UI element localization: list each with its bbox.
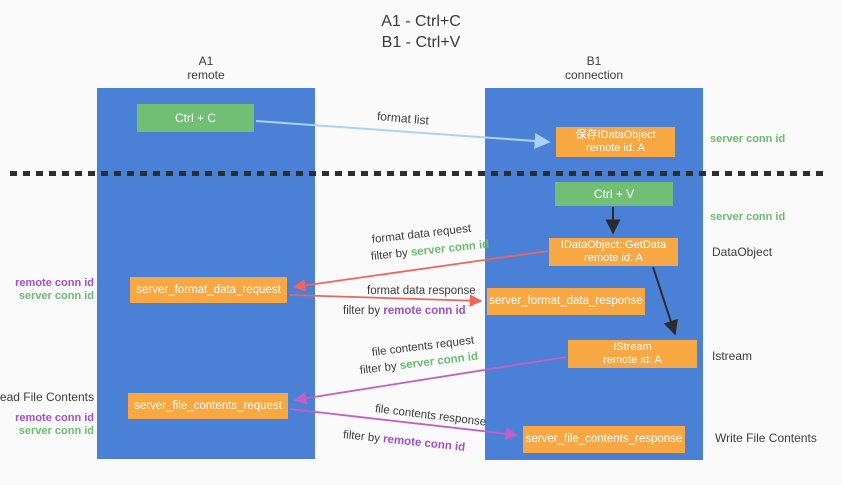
istream-line1: IStream [613,341,652,353]
left-remote-conn-id-format: remote conn id [15,277,94,289]
diagram-title: A1 - Ctrl+C B1 - Ctrl+V [0,11,842,53]
filter-by-text-2: filter by [343,305,381,317]
server-file-contents-request-label: server_file_contents_request [134,399,282,412]
getdata-box: IDataObject::GetData remote id: A [549,238,678,266]
server-file-contents-request-box: server_file_contents_request [128,393,288,419]
server-format-data-response-label: server_format_data_response [489,295,643,307]
write-file-contents-label: Write File Contents [715,431,817,445]
left-conn-id-group-file: remote conn id server conn id [15,412,94,437]
ctrl-v-box: Ctrl + V [555,182,673,206]
left-remote-conn-id-file: remote conn id [15,412,94,424]
server-file-contents-response-label: server_file_contents_response [525,433,683,445]
read-file-contents-label: Read File Contents [0,390,94,404]
server-format-data-request-box: server_format_data_request [130,277,287,303]
session-divider-dashed-line [10,171,828,176]
filter-by-text-1: filter by [370,247,409,263]
format-data-response-arrow [289,294,483,307]
server-file-contents-response-box: server_file_contents_response [523,426,685,453]
left-conn-id-group-format: remote conn id server conn id [15,277,94,302]
save-dataobject-box: 保存IDataObject remote id: A [556,127,675,157]
file-contents-response-arrow [289,408,519,440]
file-contents-request-arrow [293,356,567,405]
filter-by-text-4: filter by [342,429,381,445]
getdata-to-istream-arrow [652,266,678,336]
column-a1-name: A1 [198,54,214,68]
ctrl-c-box: Ctrl + C [137,104,254,132]
title-line-1: A1 - Ctrl+C [381,13,461,30]
ctrl-v-label: Ctrl + V [593,186,635,201]
format-list-arrow [255,120,551,149]
column-header-a1: A1 remote [97,54,315,82]
save-dataobject-line1: 保存IDataObject [575,129,656,141]
column-b1-name: B1 [586,54,602,68]
getdata-line1: IDataObject::GetData [560,239,667,251]
column-a1-role: remote [187,68,225,82]
ctrl-c-label: Ctrl + C [174,110,216,125]
format-data-request-arrow [292,250,549,292]
istream-side-label: Istream [712,349,753,363]
server-format-data-response-box: server_format_data_response [487,288,645,315]
format-data-response-label: format data response [367,285,476,297]
right-server-conn-id-top: server conn id [710,133,786,145]
istream-line2: remote id: A [603,354,662,366]
left-server-conn-id-format: server conn id [18,289,94,302]
filter-by-remote-conn-id-label-1: filter by remote conn id [343,305,466,318]
remote-conn-id-text-1: remote conn id [383,305,466,317]
title-line-2: B1 - Ctrl+V [381,34,461,51]
dataobject-label: DataObject [712,245,773,259]
getdata-line2: remote id: A [584,252,643,264]
right-server-conn-id-mid: server conn id [710,211,786,223]
server-format-data-request-label: server_format_data_request [136,283,281,296]
istream-box: IStream remote id: A [568,340,697,368]
column-b1-role: connection [564,68,624,82]
save-dataobject-line2: remote id: A [586,142,645,154]
left-server-conn-id-file: server conn id [18,424,94,437]
column-header-b1: B1 connection [485,54,703,82]
